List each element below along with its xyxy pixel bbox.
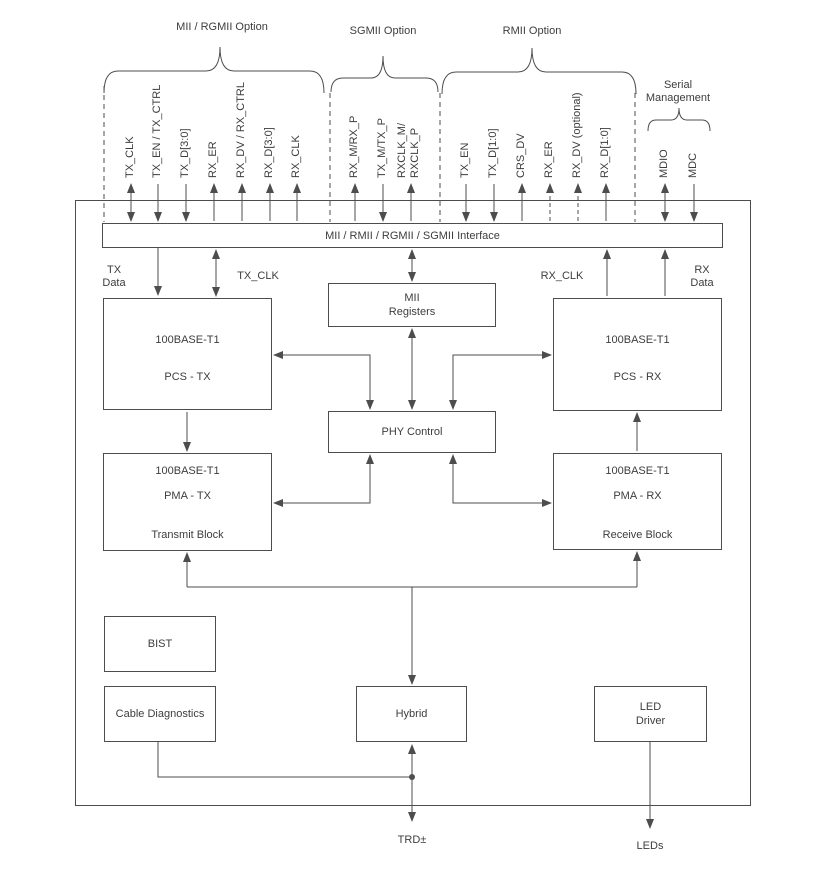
tx-data-label: TX Data — [102, 264, 126, 289]
pcs-rx-line1: 100BASE-T1 — [605, 334, 670, 346]
pcs-rx-block: 100BASE-T1 PCS - RX — [553, 298, 722, 411]
group-label-mii-rgmii: MII / RGMII Option — [176, 21, 268, 33]
hybrid-block: Hybrid — [356, 686, 467, 742]
led-driver-block: LED Driver — [594, 686, 707, 742]
pcs-tx-block: 100BASE-T1 PCS - TX — [103, 298, 272, 410]
bist-block: BIST — [104, 616, 216, 672]
leds-label: LEDs — [636, 840, 664, 852]
hybrid-label: Hybrid — [395, 708, 428, 720]
cable-diagnostics-block: Cable Diagnostics — [104, 686, 216, 742]
group-label-serial-management: Serial Management — [645, 79, 711, 104]
pcs-tx-line1: 100BASE-T1 — [155, 334, 220, 346]
mii-registers-block: MII Registers — [328, 283, 496, 327]
phy-control-label: PHY Control — [381, 426, 443, 438]
bist-label: BIST — [147, 638, 173, 650]
trd-label: TRD± — [397, 834, 427, 846]
rx-clk-label: RX_CLK — [540, 270, 584, 282]
pcs-tx-line2: PCS - TX — [164, 371, 211, 383]
group-separators — [103, 86, 636, 222]
brace-mii-rgmii — [103, 46, 325, 94]
phy-control-block: PHY Control — [328, 411, 496, 453]
brace-sgmii — [330, 55, 439, 93]
pma-rx-line2: PMA - RX — [613, 490, 662, 502]
pma-rx-line1: 100BASE-T1 — [605, 465, 670, 477]
chip-outline — [75, 200, 751, 806]
brace-serial-management — [647, 107, 711, 132]
pma-tx-line3: Transmit Block — [151, 529, 224, 541]
pma-tx-block: 100BASE-T1 PMA - TX Transmit Block — [103, 453, 272, 551]
pma-tx-line2: PMA - TX — [164, 490, 211, 502]
internal-connectors — [154, 248, 669, 829]
brace-rmii — [441, 47, 637, 95]
group-label-sgmii: SGMII Option — [349, 25, 417, 37]
pma-tx-line1: 100BASE-T1 — [155, 465, 220, 477]
interface-block-label: MII / RMII / RGMII / SGMII Interface — [325, 229, 500, 242]
led-driver-label: LED Driver — [635, 701, 666, 727]
mii-registers-line1: MII — [404, 292, 420, 304]
mii-registers-line2: Registers — [388, 306, 436, 318]
pma-rx-line3: Receive Block — [602, 529, 673, 541]
rx-data-label: RX Data — [690, 264, 714, 289]
cable-diagnostics-label: Cable Diagnostics — [115, 708, 205, 720]
pcs-rx-line2: PCS - RX — [613, 371, 662, 383]
group-label-rmii: RMII Option — [502, 25, 562, 37]
pma-rx-block: 100BASE-T1 PMA - RX Receive Block — [553, 453, 722, 550]
tx-clk-label: TX_CLK — [237, 270, 279, 282]
signal-lines — [127, 183, 698, 222]
interface-block: MII / RMII / RGMII / SGMII Interface — [102, 223, 723, 248]
